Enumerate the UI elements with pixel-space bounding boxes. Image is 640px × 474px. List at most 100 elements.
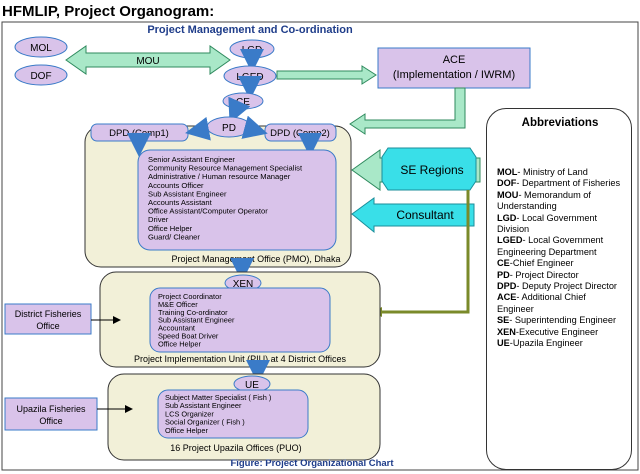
abbreviation-definition: -Upazila Engineer — [509, 338, 583, 349]
piu-staff-box — [149, 287, 331, 353]
district-fisheries-label-line2: Office — [36, 321, 59, 331]
dpd1-label: DPD (Comp1) — [109, 128, 169, 139]
pmo-staff-item: Accounts Officer — [148, 181, 204, 190]
dpd2-label: DPD (Comp2) — [270, 128, 330, 139]
lged-to-ace-arrow — [276, 65, 377, 85]
abbreviation-item: MOL- Ministry of Land — [497, 167, 625, 178]
puo-staff-item: Social Organizer ( Fish ) — [165, 418, 245, 427]
puo-staff-list: Subject Matter Specialist ( Fish )Sub As… — [165, 393, 271, 435]
xen-label: XEN — [233, 279, 254, 290]
district-fisheries-label-line1: District Fisheries — [15, 309, 82, 319]
pmo-staff-box — [137, 149, 337, 251]
puo-staff-item: Sub Assistant Engineer — [165, 401, 242, 410]
diagram-frame — [1, 21, 639, 471]
piu-staff-item: Accountant — [158, 324, 195, 333]
puo-staff-item: Office Helper — [165, 426, 209, 435]
pd-label: PD — [222, 123, 236, 134]
abbreviation-term: CE — [497, 258, 510, 269]
ace-label-line1: ACE — [443, 54, 466, 66]
page-title: HFMLIP, Project Organogram: — [2, 3, 214, 20]
pmo-staff-item: Guard/ Cleaner — [148, 232, 200, 241]
abbreviation-definition: - Project Director — [509, 269, 579, 280]
abbreviation-item: UE-Upazila Engineer — [497, 338, 625, 349]
dof-label: DOF — [30, 71, 51, 82]
mol-label: MOL — [30, 43, 52, 54]
pd-to-dpd1-link — [185, 116, 211, 141]
ce-to-pd-link — [228, 96, 251, 124]
abbreviation-item: DPD- Deputy Project Director — [497, 281, 625, 292]
abbreviation-term: MOL — [497, 167, 518, 177]
abbreviation-definition: - Ministry of Land — [517, 167, 588, 177]
abbreviation-item: XEN-Executive Engineer — [497, 327, 625, 338]
abbreviation-definition: - Superintending Engineer — [509, 315, 617, 326]
abbreviation-definition: -Chief Engineer — [509, 258, 574, 269]
district-fisheries-node — [4, 303, 92, 335]
ace-to-pmo-arrow — [349, 87, 466, 135]
piu-staff-item: M&E Officer — [158, 300, 198, 309]
lged-label: LGED — [236, 72, 263, 83]
pmo-label: Project Management Office (PMO), Dhaka — [172, 254, 341, 264]
diagram-header: Project Management and Co-ordination — [147, 24, 353, 36]
se-to-piu-link — [376, 190, 470, 314]
abbreviation-term: DOF — [497, 178, 517, 189]
figure-caption: Figure: Project Organizational Chart — [230, 458, 394, 469]
abbreviation-term: MOU — [497, 189, 519, 200]
ce-label: CE — [236, 97, 250, 108]
upazila-fisheries-label-line1: Upazila Fisheries — [16, 404, 86, 414]
abbreviation-item: SE- Superintending Engineer — [497, 315, 625, 326]
abbreviations-title: Abbreviations — [521, 117, 599, 129]
puo-staff-box — [157, 389, 309, 439]
piu-staff-item: Sub Assistant Engineer — [158, 316, 235, 325]
mou-label: MOU — [136, 56, 159, 67]
dof-node — [14, 64, 68, 86]
consultant-node[interactable] — [351, 197, 475, 234]
abbreviation-term: DPD — [497, 281, 517, 292]
ace-label-line2: (Implementation / IWRM) — [393, 69, 515, 81]
piu-staff-item: Training Co-ordinator — [158, 308, 228, 317]
abbreviation-item: MOU- Memorandum of Understanding — [497, 190, 625, 213]
pmo-staff-item: Office Helper — [148, 224, 193, 233]
abbreviation-item: DOF- Department of Fisheries — [497, 178, 625, 189]
abbreviation-definition: - Local Government Division — [497, 212, 598, 235]
pmo-staff-item: Driver — [148, 215, 169, 224]
pmo-staff-item: Accounts Assistant — [148, 198, 213, 207]
mou-arrow — [65, 45, 231, 75]
abbreviation-item: ACE- Additional Chief Engineer — [497, 292, 625, 315]
abbreviation-term: UE — [497, 338, 510, 349]
abbreviation-term: LGED — [497, 235, 523, 246]
mol-node — [14, 36, 68, 58]
puo-staff-item: Subject Matter Specialist ( Fish ) — [165, 393, 271, 402]
se-regions-node[interactable] — [381, 147, 477, 191]
piu-staff-item: Project Coordinator — [158, 292, 222, 301]
abbreviation-term: XEN — [497, 326, 516, 337]
abbreviation-item: LGED- Local Government Engineering Depar… — [497, 235, 625, 258]
pmo-staff-item: Senior Assistant Engineer — [148, 155, 235, 164]
ue-label: UE — [245, 380, 259, 391]
abbreviation-term: ACE — [497, 292, 517, 303]
piu-staff-item: Office Helper — [158, 339, 202, 348]
abbreviation-definition: - Additional Chief Engineer — [497, 292, 586, 314]
abbreviation-definition: -Executive Engineer — [515, 326, 599, 337]
abbreviation-item: PD- Project Director — [497, 270, 625, 281]
pmo-staff-item: Sub Assistant Engineer — [148, 189, 227, 198]
consultant-label: Consultant — [396, 208, 454, 222]
abbreviation-definition: - Deputy Project Director — [516, 281, 617, 292]
abbreviation-term: LGD — [497, 212, 517, 223]
abbreviation-term: SE — [497, 315, 510, 326]
ace-node — [377, 47, 531, 89]
pd-to-dpd2-link — [241, 115, 268, 139]
upazila-fisheries-node — [4, 397, 98, 431]
pmo-staff-item: Administrative / Human resource Manager — [148, 172, 291, 181]
abbreviation-definition: - Local Government Engineering Departmen… — [497, 235, 604, 257]
abbreviation-item: CE-Chief Engineer — [497, 258, 625, 269]
pmo-staff-item: Community Resource Management Specialist — [148, 164, 303, 173]
abbreviation-definition: - Department of Fisheries — [516, 178, 621, 189]
abbreviation-item: LGD- Local Government Division — [497, 213, 625, 236]
puo-staff-item: LCS Organizer — [165, 409, 214, 418]
se-regions-label: SE Regions — [400, 163, 463, 177]
pmo-staff-item: Office Assistant/Computer Operator — [148, 207, 268, 216]
